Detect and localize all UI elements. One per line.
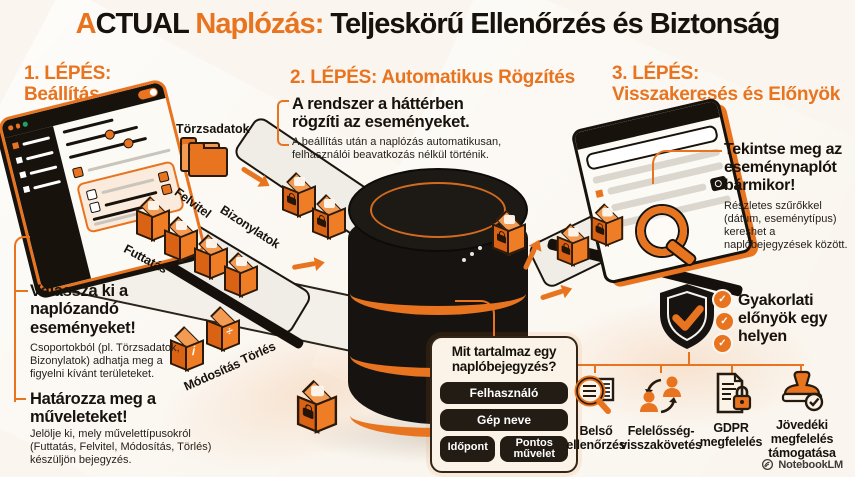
list-marker-icon (595, 189, 604, 198)
traffic-light-icon (7, 125, 14, 131)
step1-point1-body: Csoportokból (pl. Törzsadatok, Bizonylat… (30, 342, 180, 380)
benefit-label: Jövedéki megfelelés támogatása (768, 418, 836, 460)
step2-heading: 2. LÉPÉS: Automatikus Rögzítés (290, 67, 575, 88)
log-entry-user: Felhasználó (440, 381, 568, 404)
checkbox-icon (88, 201, 102, 214)
check-circle-icon (714, 311, 735, 332)
step3-point-body: Részletes szűrőkkel (dátum, eseménytípus… (724, 200, 848, 251)
bracket-line (731, 364, 733, 373)
lock-cube-icon (590, 203, 624, 247)
folder-icon (187, 142, 228, 177)
log-entry-machine: Gép neve (440, 408, 568, 431)
watermark-text: NotebookLM (778, 458, 843, 471)
bracket-line (688, 352, 690, 365)
page-title: ACTUAL Naplózás: Teljeskörű Ellenőrzés é… (0, 8, 855, 41)
connector-line (455, 300, 495, 340)
database-led (478, 246, 482, 250)
connector-line (277, 100, 289, 146)
step3-heading-line1: 3. LÉPÉS: (612, 63, 700, 84)
brand-letter-a: A (75, 8, 97, 40)
cube-torles-icon: ÷ (206, 306, 240, 352)
page-title-main: Teljeskörű Ellenőrzés és Biztonság (330, 8, 780, 40)
benefit-label: Belső ellenőrzés (566, 424, 626, 452)
stamp-check-icon (781, 370, 824, 412)
step2-point-body: A beállítás után a naplózás automatikusa… (292, 136, 502, 161)
database-led (470, 252, 474, 256)
lock-cube-icon (296, 379, 338, 434)
brand-logo: ACTUAL (75, 8, 190, 40)
connector-line (14, 290, 28, 402)
cube-icon (224, 252, 258, 298)
lock-cube-icon (282, 172, 316, 218)
database-led (462, 258, 466, 262)
benefit-item: Felelősség-visszakövetés (608, 372, 714, 452)
cube-bizonylatok-icon (194, 234, 228, 280)
lock-cube-icon (492, 210, 526, 256)
check-circle-icon (712, 289, 733, 310)
step1-point2-body: Jelölje ki, mely művelettípusokról (Futt… (30, 428, 212, 466)
step1-point2-title: Határozza meg a műveleteket! (30, 390, 156, 427)
bracket-line (660, 364, 662, 373)
magnifier-document-icon (574, 375, 615, 414)
people-cycle-icon (640, 376, 681, 414)
check-circle-icon (712, 333, 733, 354)
benefit-label: Felelősség-visszakövetés (620, 424, 702, 452)
benefit-item: Jövedéki megfelelés támogatása (757, 366, 847, 460)
lock-cube-icon (556, 223, 590, 267)
cube-felvitel-icon (136, 196, 170, 242)
checkbox-icon (157, 170, 170, 183)
shield-icon (660, 284, 714, 349)
document-lock-icon (716, 372, 752, 414)
bracket-line (594, 364, 596, 373)
benefit-label: GDPR megfelelés (699, 421, 763, 449)
step3-point-title: Tekintse meg az eseménynaplót bármikor! (724, 141, 842, 194)
step1-heading-line1: 1. LÉPÉS: (24, 63, 112, 84)
brand-rest: CTUAL (95, 8, 190, 40)
connector-line (14, 236, 30, 294)
log-entry-operation: Pontos művelet (500, 435, 568, 462)
lock-cube-icon (312, 194, 346, 240)
step2-point-title: A rendszer a háttérben rögzíti az esemén… (292, 95, 470, 132)
traffic-light-icon (22, 121, 28, 128)
bracket-line (800, 364, 802, 373)
connector-line (14, 398, 26, 400)
folder-label: Törzsadatok (176, 122, 250, 136)
log-card-title: Mit tartalmaz egy naplóbejegyzés? (451, 344, 557, 374)
benefit-item: GDPR megfelelés (690, 369, 772, 449)
log-entry-time: Időpont (440, 435, 496, 462)
bracket-line (578, 364, 804, 366)
watermark: NotebookLM (761, 458, 843, 471)
step3-heading-line2: Visszakeresés és Előnyök (612, 83, 840, 105)
checkbox-icon (160, 183, 173, 196)
log-entry-card: Mit tartalmaz egy naplóbejegyzés? Felhas… (430, 336, 578, 473)
traffic-light-icon (15, 123, 21, 129)
step1-point1-title: Válassza ki a naplózandó eseményeket! (30, 282, 136, 337)
checkbox-icon (71, 166, 85, 179)
checkbox-icon (85, 188, 98, 201)
page-title-accent: Naplózás: (195, 8, 324, 40)
step3-heading: 3. LÉPÉS: Visszakeresés és Előnyök (612, 63, 840, 105)
connector-line (652, 150, 722, 184)
notebooklm-logo-icon (762, 458, 774, 471)
toggle-icon (137, 86, 159, 101)
cube-icon (164, 216, 198, 262)
database-ring (350, 272, 526, 315)
benefits-title: Gyakorlati előnyök egy helyen (738, 292, 828, 346)
benefit-item: Belső ellenőrzés (556, 372, 636, 452)
